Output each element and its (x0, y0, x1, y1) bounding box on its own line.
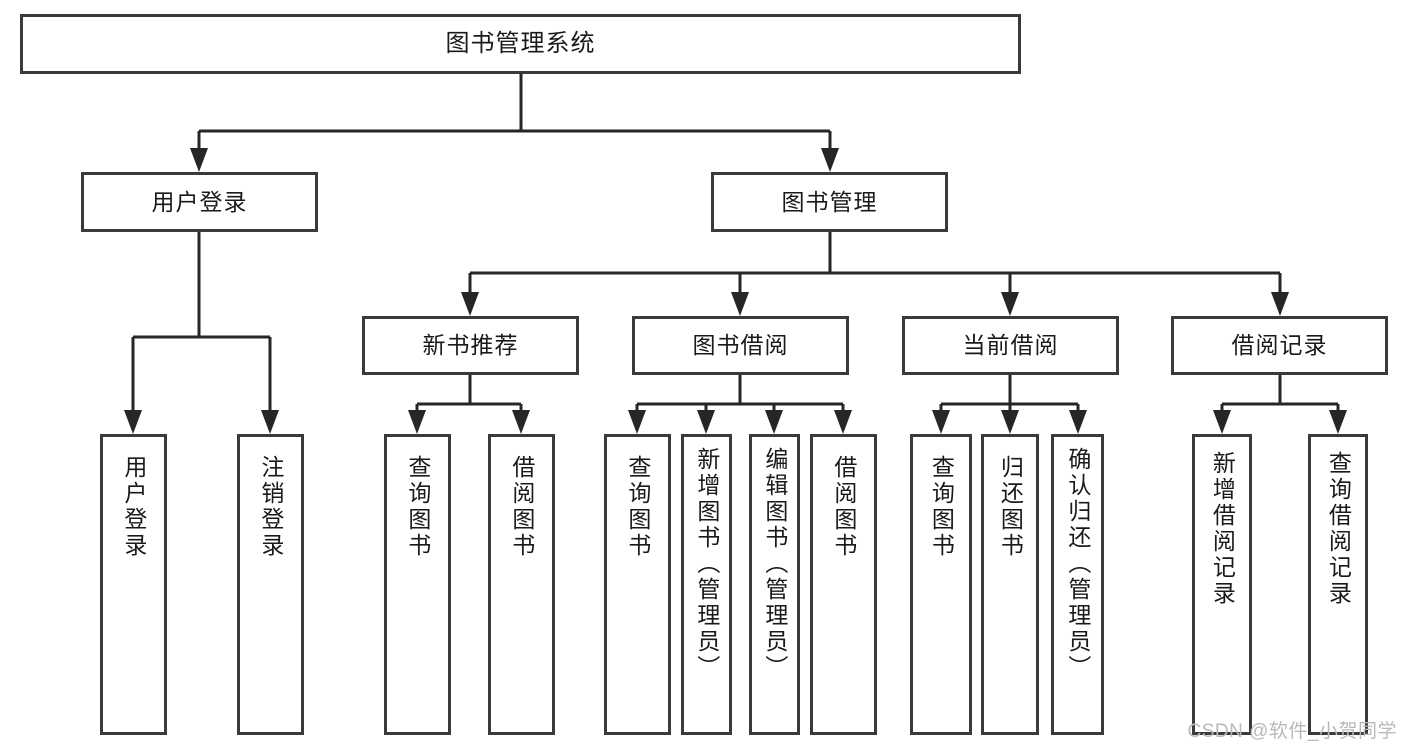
node-user-login[interactable]: 用户登录 (81, 172, 318, 232)
node-book-borrow-label: 图书借阅 (692, 332, 789, 359)
arrowhead-leaf-logout (261, 410, 279, 434)
leaf-nbr-query-book[interactable]: 查询图书 (384, 434, 451, 735)
leaf-cb-query-book[interactable]: 查询图书 (910, 434, 972, 735)
node-borrow-record-label: 借阅记录 (1231, 332, 1328, 359)
node-borrow-record[interactable]: 借阅记录 (1171, 316, 1388, 375)
arrowhead-bb-leaf2 (697, 410, 715, 434)
leaf-br-query-record[interactable]: 查询借阅记录 (1308, 434, 1368, 735)
arrowhead-bb-leaf4 (834, 410, 852, 434)
leaf-br-add-record[interactable]: 新增借阅记录 (1192, 434, 1252, 735)
arrowhead-cb-leaf2 (1001, 410, 1019, 434)
node-current-borrow[interactable]: 当前借阅 (902, 316, 1119, 375)
node-user-login-label: 用户登录 (151, 188, 248, 215)
arrowhead-book-borrow (731, 292, 749, 316)
node-current-borrow-label: 当前借阅 (962, 332, 1059, 359)
arrowhead-user-login (190, 148, 208, 172)
leaf-bb-borrow-book[interactable]: 借阅图书 (810, 434, 877, 735)
leaf-cb-return-book[interactable]: 归还图书 (981, 434, 1039, 735)
arrowhead-current-borrow (1001, 292, 1019, 316)
arrowhead-bb-leaf1 (628, 410, 646, 434)
leaf-bb-add-book-admin-label: 新增图书（管理员） (693, 447, 720, 681)
arrowhead-new-book-recommend (461, 292, 479, 316)
arrowhead-nb-leaf2 (512, 410, 530, 434)
node-book-management[interactable]: 图书管理 (711, 172, 948, 232)
arrowhead-book-mgmt (821, 148, 839, 172)
arrowhead-bb-leaf3 (765, 410, 783, 434)
leaf-bb-query-book[interactable]: 查询图书 (604, 434, 671, 735)
node-root[interactable]: 图书管理系统 (20, 14, 1021, 74)
leaf-nbr-borrow-book-label: 借阅图书 (508, 455, 535, 559)
watermark: CSDN @软件_小贺同学 (1187, 721, 1397, 742)
leaf-user-login[interactable]: 用户登录 (100, 434, 167, 735)
leaf-cb-confirm-return-admin[interactable]: 确认归还（管理员） (1051, 434, 1104, 735)
node-book-management-label: 图书管理 (781, 188, 878, 215)
leaf-cb-return-book-label: 归还图书 (997, 455, 1024, 559)
node-new-book-recommend-label: 新书推荐 (422, 332, 519, 359)
leaf-logout-label: 注销登录 (257, 455, 284, 559)
arrowhead-nb-leaf1 (408, 410, 426, 434)
arrowhead-cb-leaf3 (1069, 410, 1087, 434)
leaf-bb-edit-book-admin[interactable]: 编辑图书（管理员） (749, 434, 800, 735)
arrowhead-leaf-user-login (124, 410, 142, 434)
leaf-nbr-borrow-book[interactable]: 借阅图书 (488, 434, 555, 735)
leaf-cb-confirm-return-admin-label: 确认归还（管理员） (1064, 447, 1091, 681)
leaf-logout[interactable]: 注销登录 (237, 434, 304, 735)
leaf-bb-query-book-label: 查询图书 (624, 455, 651, 559)
leaf-bb-add-book-admin[interactable]: 新增图书（管理员） (681, 434, 732, 735)
leaf-nbr-query-book-label: 查询图书 (404, 455, 431, 559)
leaf-bb-borrow-book-label: 借阅图书 (830, 455, 857, 559)
node-new-book-recommend[interactable]: 新书推荐 (362, 316, 579, 375)
node-root-label: 图书管理系统 (445, 30, 596, 58)
arrowhead-cb-leaf1 (932, 410, 950, 434)
arrowhead-borrow-record (1271, 292, 1289, 316)
leaf-user-login-label: 用户登录 (120, 455, 147, 559)
node-book-borrow[interactable]: 图书借阅 (632, 316, 849, 375)
arrowhead-br-leaf1 (1213, 410, 1231, 434)
leaf-br-add-record-label: 新增借阅记录 (1209, 451, 1236, 607)
leaf-bb-edit-book-admin-label: 编辑图书（管理员） (761, 447, 788, 681)
leaf-cb-query-book-label: 查询图书 (928, 455, 955, 559)
arrowhead-br-leaf2 (1329, 410, 1347, 434)
leaf-br-query-record-label: 查询借阅记录 (1325, 451, 1352, 607)
